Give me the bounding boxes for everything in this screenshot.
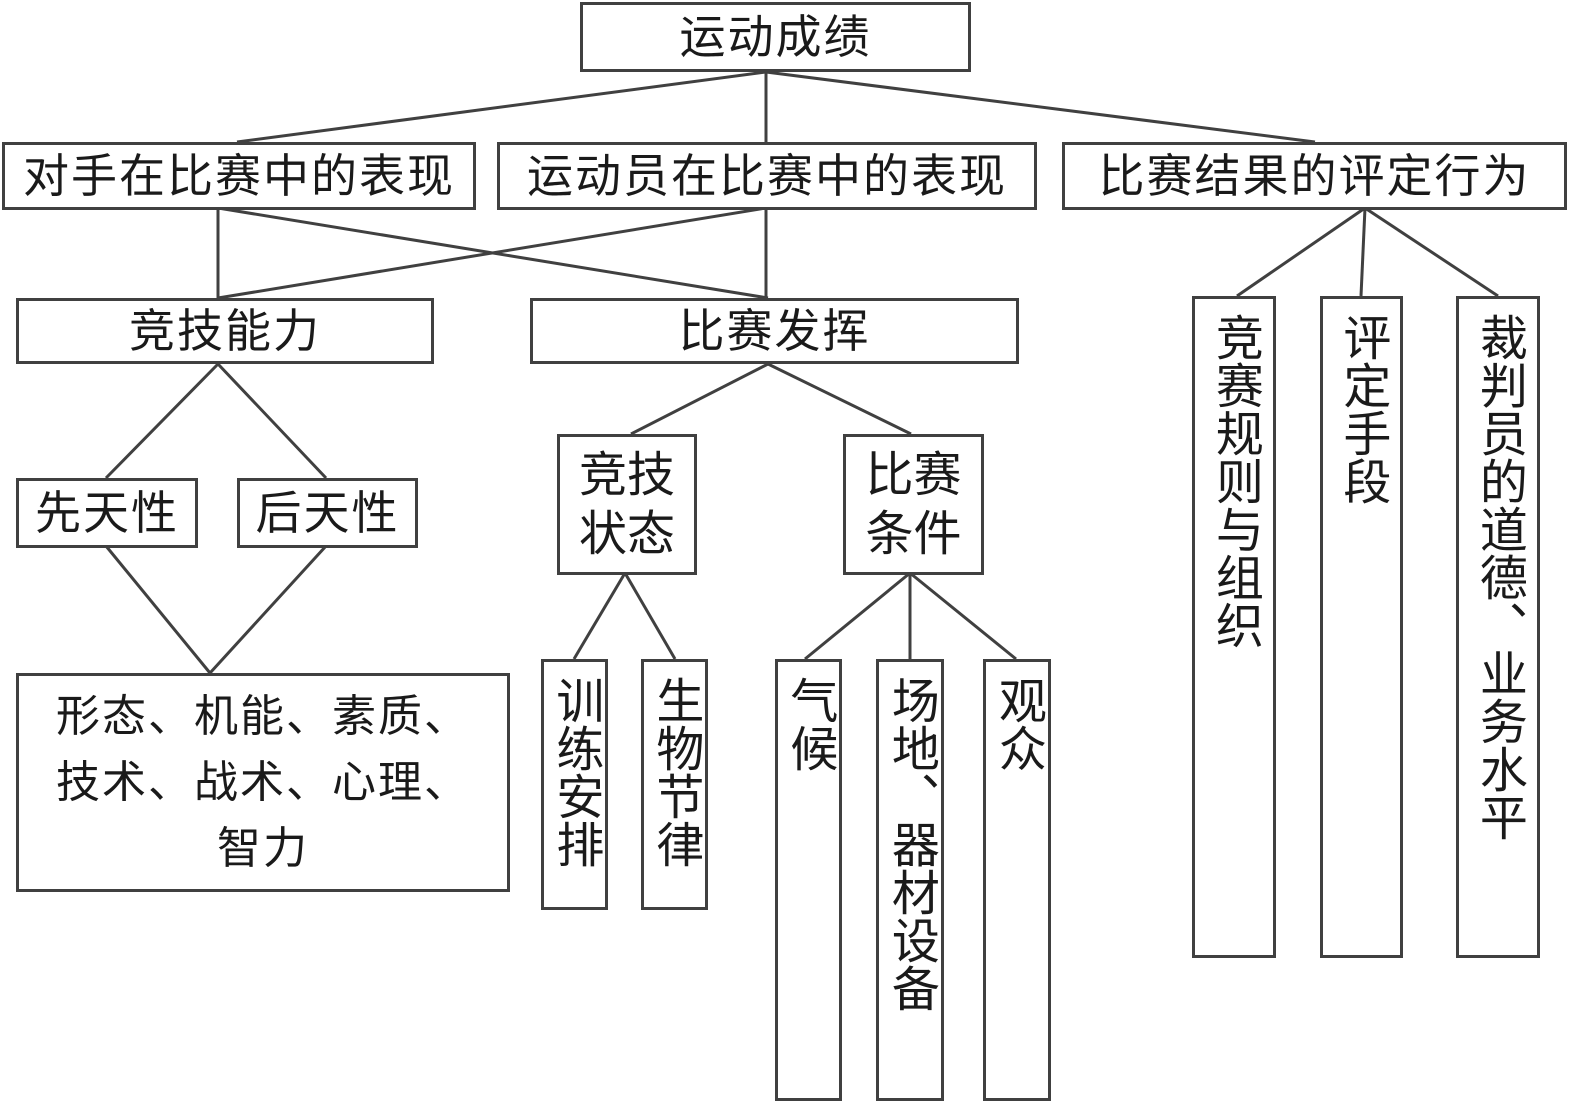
match-performance-node: 比赛发挥 [530, 298, 1019, 364]
acquired-node: 后天性 [237, 478, 418, 548]
line-athlete-ability [217, 206, 767, 300]
line-innate-factors [104, 545, 212, 674]
evaluation-means-label: 评定手段 [1334, 313, 1391, 505]
match-conditions-label: 比赛 条件 [865, 446, 962, 562]
opponent-performance-label: 对手在比赛中的表现 [23, 149, 455, 203]
competitive-state-node: 竞技 状态 [557, 434, 697, 575]
line-state-training [572, 572, 627, 660]
line-judging-rules [1236, 206, 1366, 298]
climate-label: 气候 [781, 676, 838, 772]
judging-behavior-label: 比赛结果的评定行为 [1098, 149, 1531, 203]
line-acquired-factors [208, 544, 328, 675]
venue-equipment-node: 场地、器材设备 [876, 659, 944, 1101]
innate-label: 先天性 [35, 486, 179, 540]
line-ability-innate [104, 362, 220, 480]
line-performance-state [630, 362, 769, 436]
referee-ethics-label: 裁判员的道德、业务水平 [1470, 313, 1527, 841]
competition-rules-label: 竞赛规则与组织 [1206, 313, 1263, 649]
competitive-ability-node: 竞技能力 [16, 298, 434, 364]
line-conditions-climate [804, 571, 911, 661]
venue-equipment-label: 场地、器材设备 [882, 676, 939, 1012]
line-state-biorhythm [623, 572, 677, 660]
ability-factors-label: 形态、机能、素质、 技术、战术、心理、 智力 [56, 690, 470, 874]
judging-behavior-node: 比赛结果的评定行为 [1062, 142, 1567, 210]
line-root-judging [765, 70, 1316, 144]
ability-factors-node: 形态、机能、素质、 技术、战术、心理、 智力 [16, 673, 510, 892]
line-judging-referee [1364, 206, 1499, 298]
line-conditions-audience [909, 571, 1017, 661]
line-ability-acquired [216, 362, 328, 480]
root-node: 运动成绩 [580, 2, 971, 72]
innate-node: 先天性 [16, 478, 198, 548]
athlete-performance-label: 运动员在比赛中的表现 [527, 149, 1007, 203]
biorhythm-node: 生物节律 [641, 659, 708, 910]
competitive-ability-label: 竞技能力 [129, 304, 321, 358]
training-arrangement-label: 训练安排 [547, 676, 604, 868]
biorhythm-label: 生物节律 [647, 676, 704, 868]
competitive-state-label: 竞技 状态 [578, 446, 675, 562]
match-performance-label: 比赛发挥 [678, 304, 871, 358]
evaluation-means-node: 评定手段 [1320, 296, 1403, 958]
climate-node: 气候 [775, 659, 842, 1101]
athlete-performance-node: 运动员在比赛中的表现 [497, 142, 1037, 210]
referee-ethics-node: 裁判员的道德、业务水平 [1456, 296, 1540, 958]
root-label: 运动成绩 [679, 10, 872, 64]
line-performance-conditions [767, 362, 912, 436]
competition-rules-node: 竞赛规则与组织 [1192, 296, 1276, 958]
match-conditions-node: 比赛 条件 [843, 434, 984, 575]
audience-node: 观众 [983, 659, 1051, 1101]
training-arrangement-node: 训练安排 [541, 659, 608, 910]
audience-label: 观众 [989, 676, 1046, 772]
opponent-performance-node: 对手在比赛中的表现 [2, 142, 476, 210]
line-root-opponent [236, 70, 767, 144]
acquired-label: 后天性 [255, 486, 400, 540]
line-judging-means [1359, 207, 1367, 297]
